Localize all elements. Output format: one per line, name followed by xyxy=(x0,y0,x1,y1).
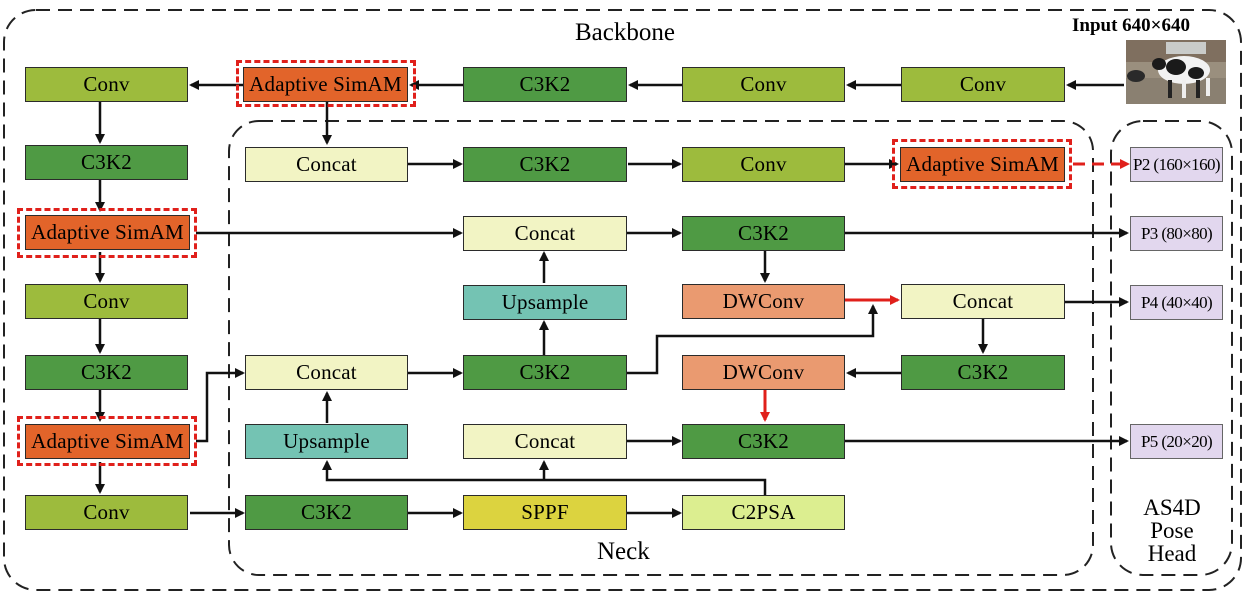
output-p2: P2 (160×160) xyxy=(1130,147,1223,182)
output-p3: P3 (80×80) xyxy=(1130,216,1223,251)
neck-region xyxy=(228,120,1094,576)
backbone-label: Backbone xyxy=(575,19,675,46)
head-label: AS4D Pose Head xyxy=(1143,495,1201,566)
c3k2-block: C3K2 xyxy=(25,355,188,390)
cow-input-image xyxy=(1126,40,1226,104)
c3k2-block: C3K2 xyxy=(463,147,627,182)
c3k2-block: C3K2 xyxy=(682,216,845,251)
adaptive-simam-block: Adaptive SimAM xyxy=(900,147,1065,182)
concat-block: Concat xyxy=(901,284,1065,319)
c3k2-block: C3K2 xyxy=(245,495,408,530)
concat-block: Concat xyxy=(463,216,627,251)
highlight-box-left2 xyxy=(17,416,197,466)
c2psa-block: C2PSA xyxy=(682,495,845,530)
concat-block: Concat xyxy=(245,355,408,390)
c3k2-block: C3K2 xyxy=(901,355,1065,390)
sppf-block: SPPF xyxy=(463,495,627,530)
c3k2-block: C3K2 xyxy=(25,145,188,180)
neck-label: Neck xyxy=(597,538,650,565)
conv-block: Conv xyxy=(25,67,188,102)
backbone-region xyxy=(3,9,1242,591)
c3k2-block: C3K2 xyxy=(463,67,627,102)
conv-block: Conv xyxy=(901,67,1065,102)
conv-block: Conv xyxy=(682,67,845,102)
output-p5: P5 (20×20) xyxy=(1130,424,1223,459)
head-region xyxy=(1110,120,1233,576)
concat-block: Concat xyxy=(463,424,627,459)
concat-block: Concat xyxy=(245,147,408,182)
output-p4: P4 (40×40) xyxy=(1130,285,1223,320)
highlight-box-top xyxy=(236,60,416,107)
upsample-block: Upsample xyxy=(463,285,627,320)
highlight-box-neck xyxy=(892,139,1072,189)
input-label: Input 640×640 xyxy=(1072,15,1190,36)
highlight-box-left1 xyxy=(17,208,197,258)
adaptive-simam-block: Adaptive SimAM xyxy=(25,215,190,250)
c3k2-block: C3K2 xyxy=(463,355,627,390)
adaptive-simam-block: Adaptive SimAM xyxy=(243,67,408,102)
dwconv-block: DWConv xyxy=(682,284,845,319)
conv-block: Conv xyxy=(682,147,845,182)
conv-block: Conv xyxy=(25,284,188,319)
upsample-block: Upsample xyxy=(245,424,408,459)
conv-block: Conv xyxy=(25,495,188,530)
dwconv-block: DWConv xyxy=(682,355,845,390)
adaptive-simam-block: Adaptive SimAM xyxy=(25,424,190,459)
c3k2-block: C3K2 xyxy=(682,424,845,459)
